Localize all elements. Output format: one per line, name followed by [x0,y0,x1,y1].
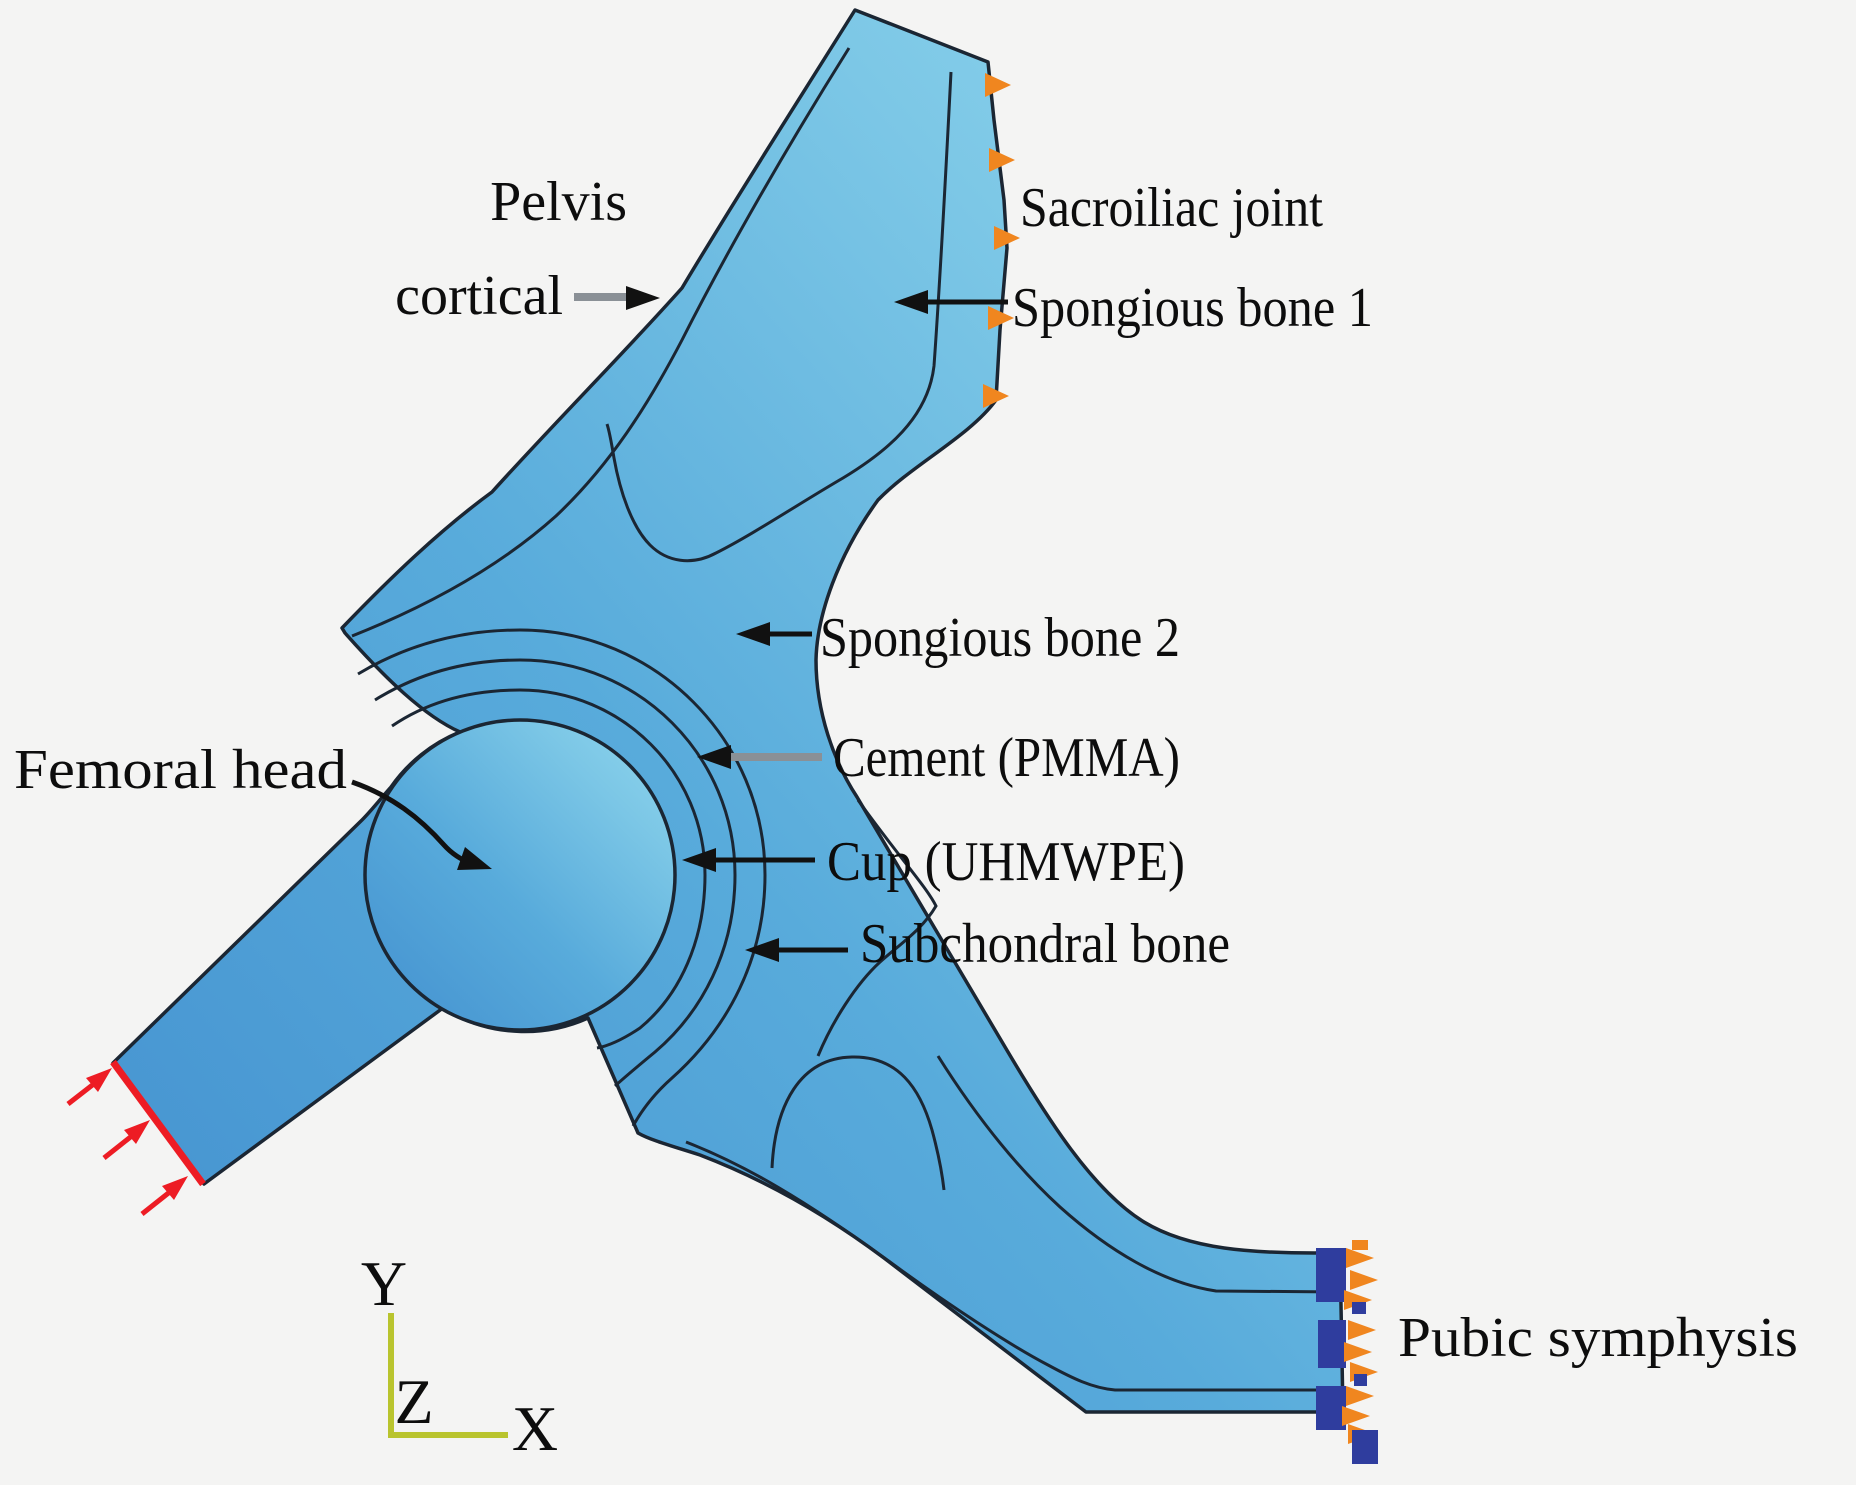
pelvis-cortical-label-line1: Pelvis [490,171,627,233]
pubic-constraint-cluster [1316,1240,1378,1314]
annotation-subchondral-bone: Subchondral bone [745,913,1230,975]
sacroiliac-constraint-markers [983,73,1020,408]
ischium-inner-line [816,799,938,1057]
obturator-dome-line [770,1055,946,1191]
annotation-cup: Cup (UHMWPE) [682,831,1185,893]
pubic-constraint-markers [1316,1240,1378,1464]
pubic-symphysis-label: Pubic symphysis [1398,1307,1798,1369]
annotation-spongious-bone-1: Spongious bone 1 [894,277,1373,339]
ramus-lower-strip-line [685,1140,1341,1392]
pubic-constraint-cluster [1316,1386,1378,1464]
cement-label: Cement (PMMA) [833,727,1180,789]
axis-label-y: Y [361,1248,407,1319]
constraint-arrow-icon [985,73,1011,97]
leader-arrowhead-icon [626,286,660,310]
stem-cut-edge [110,1059,206,1187]
leader-arrowhead-icon [736,622,770,646]
pelvis-and-femur-body [111,8,1345,1414]
pubic-constraint-cluster [1318,1320,1378,1386]
load-arrow-icon [140,1176,188,1216]
leader-arrowhead-icon [457,847,492,870]
internal-boundaries [351,47,1342,1392]
spongious1-boundary-line [605,71,953,563]
leader-arrowhead-icon [682,848,716,872]
femoral-head-circle [363,718,677,1032]
load-arrows [66,1059,206,1216]
annotation-femoral-head: Femoral head [14,739,492,870]
axis-label-z: Z [394,1366,433,1437]
axis-label-x: X [512,1393,558,1464]
annotations: Pelvis cortical Sacroiliac joint Spongio… [14,171,1798,1369]
subchondral-bone-label: Subchondral bone [860,913,1230,975]
bone-silhouette [111,8,1345,1414]
femoral-head-label: Femoral head [14,739,347,801]
constraint-arrow-icon [983,384,1009,408]
subchondral-outer-arc [357,628,767,1127]
cortical-inner-line [351,47,851,638]
spongious-bone-1-label: Spongious bone 1 [1012,277,1373,339]
leader-arrowhead-icon [894,290,928,314]
cup-label: Cup (UHMWPE) [827,831,1185,893]
annotation-pelvis-cortical: Pelvis cortical [395,171,660,327]
load-arrow-icon [66,1068,112,1106]
sacroiliac-joint-label: Sacroiliac joint [1020,177,1323,239]
constraint-arrow-icon [994,226,1020,250]
annotation-spongious-bone-2: Spongious bone 2 [736,607,1180,669]
ramus-upper-strip-line [936,1055,1342,1294]
annotation-sacroiliac-joint: Sacroiliac joint [1020,177,1323,239]
pelvis-cortical-label-line2: cortical [395,265,563,327]
annotation-cement: Cement (PMMA) [697,727,1180,789]
constraint-arrow-icon [989,148,1015,172]
cement-outer-arc [374,658,737,1088]
constraint-arrow-icon [988,306,1014,330]
coordinate-axes: Y Z X [361,1248,558,1464]
leader-arrowhead-icon [697,745,731,769]
leader-arrowhead-icon [745,938,779,962]
spongious-bone-2-label: Spongious bone 2 [820,607,1180,669]
annotation-pubic-symphysis: Pubic symphysis [1398,1307,1798,1369]
cup-outer-arc [391,688,707,1050]
load-arrow-icon [102,1120,150,1160]
